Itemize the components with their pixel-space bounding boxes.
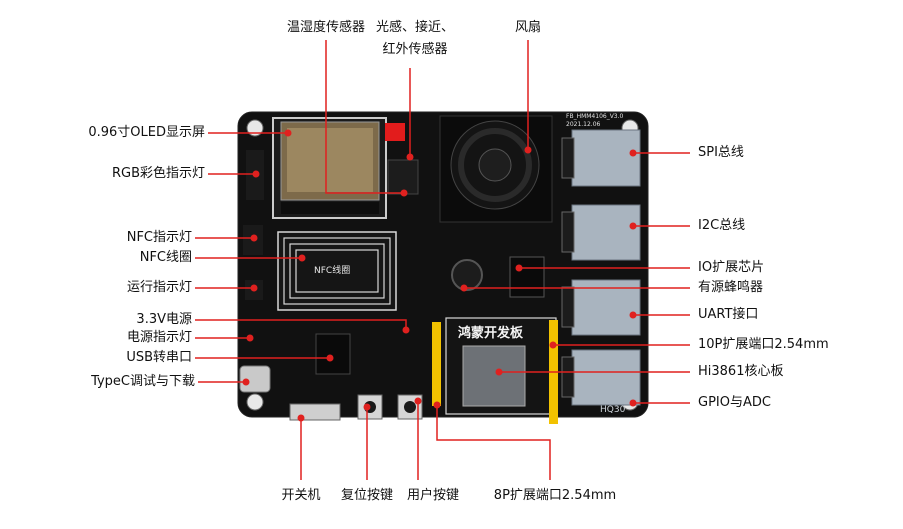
power-switch [289, 403, 341, 421]
label-rgb: RGB彩色指示灯 [111, 166, 205, 181]
rj-connectors [561, 129, 641, 406]
bottom-right-code: HQ30 [600, 405, 626, 415]
model-code: FB_HMM4106_V3.0 [566, 113, 624, 120]
label-spi: SPI总线 [698, 145, 744, 160]
header-8p [432, 322, 441, 406]
usb-serial-chip [315, 333, 351, 375]
label-fan: 风扇 [514, 20, 541, 35]
label-hi3861: Hi3861核心板 [698, 364, 784, 379]
label-3v3: 3.3V电源 [136, 312, 192, 327]
chip-icon [509, 256, 545, 298]
date-code: 2021.12.06 [566, 121, 601, 128]
label-switch: 开关机 [281, 488, 321, 503]
mount-hole-tl [246, 119, 264, 137]
hi3861-module [462, 345, 526, 407]
nfc-coil-area [277, 231, 397, 311]
label-8p: 8P扩展端口2.54mm [493, 488, 617, 503]
buzzer [451, 259, 483, 291]
label-light-prox-ir-1: 光感、接近、 [375, 20, 454, 35]
label-io-chip: IO扩展芯片 [698, 260, 765, 275]
label-user: 用户按键 [406, 488, 459, 503]
temp-humidity-sensor [385, 123, 405, 141]
typec-port [239, 365, 271, 393]
label-nfc-coil: NFC线圈 [139, 250, 192, 265]
label-usb-serial: USB转串口 [126, 350, 192, 365]
label-10p: 10P扩展端口2.54mm [698, 337, 829, 352]
label-oled: 0.96寸OLED显示屏 [88, 125, 205, 140]
label-temp-humidity: 温湿度传感器 [286, 20, 365, 35]
mount-hole-bl [246, 393, 264, 411]
label-reset: 复位按键 [340, 488, 393, 503]
label-nfc-led: NFC指示灯 [126, 230, 192, 245]
callout-dots [242, 129, 637, 422]
label-typec: TypeC调试与下载 [91, 374, 195, 389]
label-run-led: 运行指示灯 [126, 280, 192, 295]
label-buzzer: 有源蜂鸣器 [698, 280, 764, 295]
core-board-title: 鸿蒙开发板 [458, 325, 524, 341]
reset-button [357, 394, 383, 420]
label-uart: UART接口 [698, 307, 759, 322]
label-gpio: GPIO与ADC [698, 395, 771, 410]
nfc-coil-silk: NFC线圈 [314, 264, 350, 276]
label-i2c: I2C总线 [698, 218, 746, 233]
label-power-led: 电源指示灯 [126, 330, 192, 345]
label-light-prox-ir-2: 红外传感器 [382, 42, 448, 57]
